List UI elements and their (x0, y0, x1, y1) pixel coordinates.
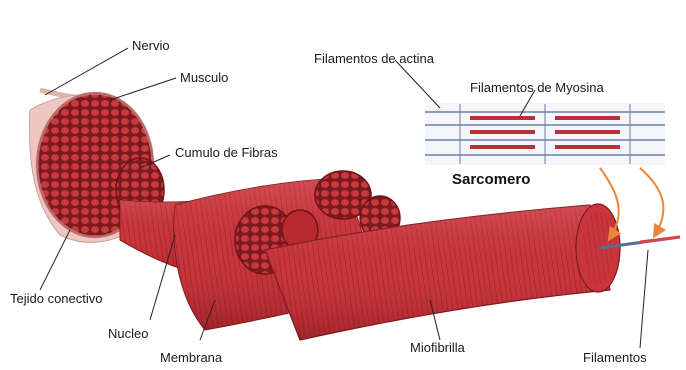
label-musculo: Musculo (180, 70, 228, 85)
sarcomere-schematic (425, 103, 665, 165)
label-sarcomero: Sarcomero (452, 171, 530, 188)
label-cumulo-fibras: Cumulo de Fibras (175, 145, 278, 160)
label-filamentos: Filamentos (583, 350, 647, 365)
label-membrana: Membrana (160, 350, 223, 365)
label-filamentos-actina: Filamentos de actina (314, 51, 435, 66)
label-nervio: Nervio (132, 38, 170, 53)
label-tejido-conectivo: Tejido conectivo (10, 291, 103, 306)
label-nucleo: Nucleo (108, 326, 148, 341)
zoom-arrow (640, 168, 663, 235)
label-filamentos-myosina: Filamentos de Myosina (470, 80, 604, 95)
label-miofibrilla: Miofibrilla (410, 340, 466, 355)
